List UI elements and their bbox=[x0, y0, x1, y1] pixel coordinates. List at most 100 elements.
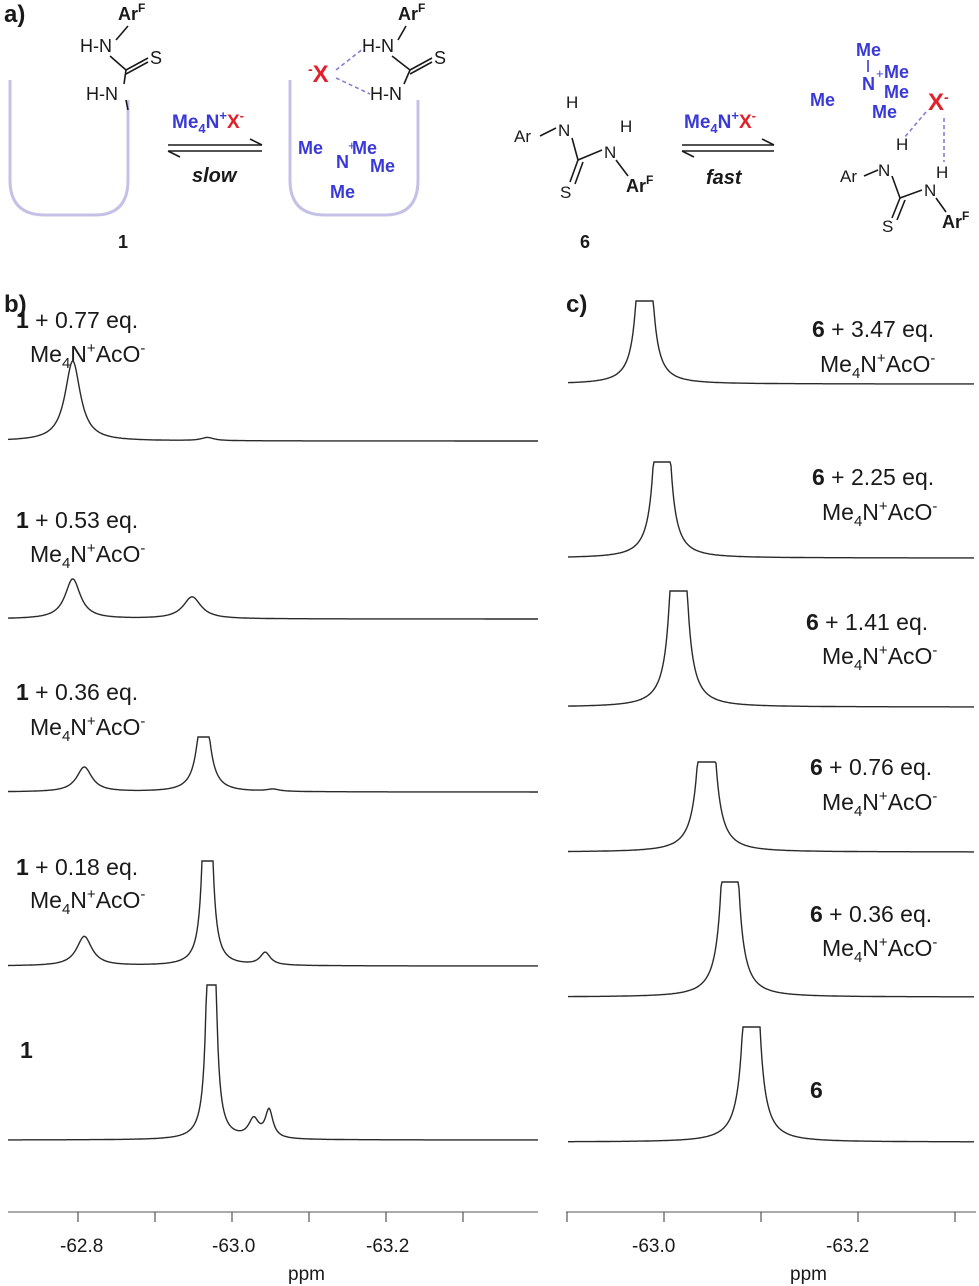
me-left: Me bbox=[810, 90, 835, 110]
trace-label-line1: 1 + 0.77 eq. bbox=[16, 307, 138, 333]
n-left: N bbox=[558, 121, 570, 140]
hbond bbox=[335, 77, 371, 95]
nh-lower: H-N bbox=[370, 84, 402, 104]
trace-label-line1: 6 + 0.36 eq. bbox=[810, 901, 932, 927]
reagent-fast: Me4N+X- bbox=[684, 108, 756, 136]
bond bbox=[571, 137, 579, 161]
nmr-trace bbox=[568, 761, 974, 853]
trace-label-b-3: 1 + 0.18 eq. Me4N+AcO- bbox=[16, 854, 145, 918]
me-right-1: Me bbox=[884, 62, 909, 82]
arf-label: ArF bbox=[118, 1, 145, 24]
n-left: N bbox=[878, 161, 890, 180]
tick-label: -63.0 bbox=[632, 1236, 675, 1257]
trace-label-line2: Me4N+AcO- bbox=[30, 540, 145, 572]
n-right: N bbox=[604, 143, 616, 162]
arrow-head bbox=[681, 150, 695, 158]
arrow-head bbox=[167, 150, 181, 158]
me-top: Me bbox=[856, 40, 881, 60]
anion-x: -X bbox=[308, 61, 329, 88]
host-1: ArF H-N S H-N 1 bbox=[8, 1, 162, 252]
hbond bbox=[335, 47, 365, 71]
sulfur: S bbox=[434, 48, 446, 68]
bond bbox=[899, 189, 923, 199]
complex-1: ArF H-N S H-N -X Me Me N + Me Me bbox=[288, 1, 446, 217]
h-left: H bbox=[566, 93, 578, 112]
bond bbox=[896, 199, 906, 221]
trace-label-line2: Me4N+AcO- bbox=[30, 886, 145, 918]
trace-label-c-4: 6 + 0.36 eq. Me4N+AcO- bbox=[810, 901, 937, 966]
x-axis-label-c: ppm bbox=[790, 1264, 827, 1285]
tick-label: -63.2 bbox=[366, 1236, 409, 1257]
bond bbox=[935, 197, 947, 213]
trace-label-b-4: 1 bbox=[20, 1037, 33, 1063]
arrow-head bbox=[761, 138, 775, 146]
spectra-b bbox=[7, 360, 538, 1141]
h-right: H bbox=[936, 163, 948, 182]
nmr-trace bbox=[568, 1026, 974, 1143]
arrow-head bbox=[249, 138, 263, 146]
bond bbox=[539, 127, 557, 137]
panel-a-label: a) bbox=[4, 1, 25, 28]
tick-label: -63.0 bbox=[212, 1236, 255, 1257]
arf-label: ArF bbox=[626, 173, 653, 196]
ammonium-plus: + bbox=[348, 138, 356, 153]
complex-6: Me N + Me Me Me Me X- H H Ar N S N ArF bbox=[810, 40, 969, 236]
panel-b: b) 1 + 0.77 eq. Me4N+AcO- 1 + 0.53 eq. M… bbox=[4, 291, 538, 1285]
x-ticks-b bbox=[77, 1212, 464, 1222]
nmr-trace bbox=[568, 881, 974, 998]
hbond bbox=[903, 111, 927, 139]
trace-label-line1: 6 + 3.47 eq. bbox=[812, 316, 934, 342]
ammonium-n: N bbox=[336, 152, 349, 172]
trace-label-line1: 6 + 0.76 eq. bbox=[810, 754, 932, 780]
anion-x: X- bbox=[928, 89, 949, 116]
h-left: H bbox=[896, 135, 908, 154]
bond bbox=[403, 69, 411, 85]
slow-label: slow bbox=[192, 165, 238, 187]
reagent-slow: Me4N+X- bbox=[172, 108, 244, 136]
nh-lower: H-N bbox=[86, 84, 118, 104]
nmr-trace bbox=[8, 736, 538, 793]
bond bbox=[397, 25, 407, 41]
trace-label-c-1: 6 + 2.25 eq. Me4N+AcO- bbox=[812, 464, 937, 530]
bond bbox=[891, 197, 901, 219]
me-bottom: Me bbox=[872, 102, 897, 122]
macrocycle-cavity bbox=[288, 80, 420, 217]
fast-label: fast bbox=[706, 167, 743, 189]
trace-label-c-0: 6 + 3.47 eq. Me4N+AcO- bbox=[812, 316, 935, 382]
bond bbox=[125, 99, 129, 111]
nmr-trace bbox=[568, 590, 974, 708]
trace-label-line1: 6 bbox=[810, 1077, 823, 1103]
sulfur: S bbox=[560, 183, 571, 202]
ar-label: Ar bbox=[514, 127, 531, 146]
bond bbox=[569, 159, 579, 183]
trace-label-c-3: 6 + 0.76 eq. Me4N+AcO- bbox=[810, 754, 937, 820]
trace-label-b-1: 1 + 0.53 eq. Me4N+AcO- bbox=[16, 507, 145, 572]
me-right-2: Me bbox=[884, 82, 909, 102]
ammonium-plus: + bbox=[876, 66, 884, 81]
nh-upper: H-N bbox=[80, 36, 112, 56]
trace-label-line2: Me4N+AcO- bbox=[822, 642, 937, 674]
trace-label-line1: 1 + 0.53 eq. bbox=[16, 507, 138, 533]
x-axis-label-b: ppm bbox=[288, 1264, 325, 1285]
nmr-trace bbox=[567, 461, 974, 559]
host-6: Ar N H S N H ArF 6 bbox=[514, 93, 653, 252]
panel-a: a) ArF H-N S H-N 1 Me4N+X- slow bbox=[4, 1, 969, 252]
bond bbox=[577, 149, 603, 161]
nmr-trace bbox=[7, 360, 538, 442]
bond bbox=[574, 161, 584, 185]
arf-label: ArF bbox=[942, 209, 969, 232]
nmr-trace bbox=[8, 984, 538, 1141]
macrocycle-cavity bbox=[8, 80, 130, 217]
trace-label-b-2: 1 + 0.36 eq. Me4N+AcO- bbox=[16, 679, 145, 745]
arf-label: ArF bbox=[398, 1, 425, 24]
panel-c: c) 6 + 3.47 eq. Me4N+AcO- 6 + 2.25 eq. M… bbox=[566, 291, 976, 1285]
panel-c-label: c) bbox=[566, 291, 587, 318]
ammonium-n: N bbox=[862, 74, 875, 94]
me-4: Me bbox=[330, 182, 355, 202]
bond bbox=[863, 169, 879, 177]
trace-label-c-5: 6 bbox=[810, 1077, 823, 1103]
bond bbox=[615, 159, 629, 177]
bond bbox=[409, 57, 433, 71]
trace-label-line2: Me4N+AcO- bbox=[30, 340, 145, 372]
bond bbox=[391, 55, 411, 71]
